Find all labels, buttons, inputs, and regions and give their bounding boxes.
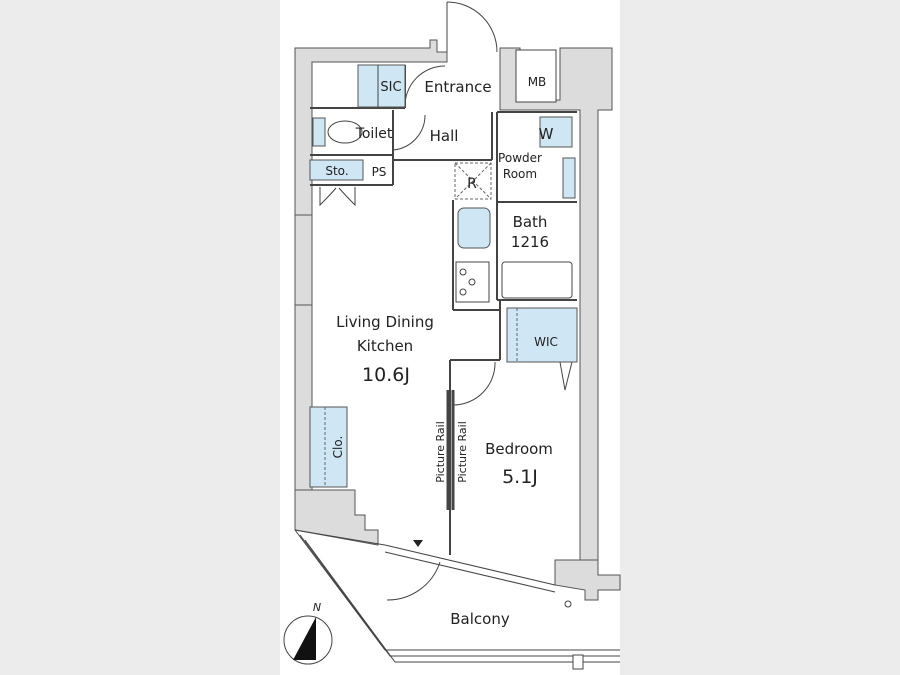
- label-washer: W: [539, 125, 554, 143]
- label-powder-room-2: Room: [503, 167, 537, 181]
- entry-marker-icon: [413, 540, 423, 547]
- label-mb: MB: [528, 75, 547, 89]
- shoe-closet: [357, 64, 406, 108]
- washer-space: [539, 116, 573, 148]
- label-ps: PS: [372, 165, 387, 179]
- label-closet: Clo.: [331, 436, 345, 459]
- label-powder-room-1: Powder: [498, 151, 542, 165]
- toilet-fixture: [312, 117, 363, 147]
- label-bedroom-size: 5.1J: [502, 466, 538, 488]
- label-ldk-1: Living Dining: [336, 313, 434, 331]
- label-ldk-size: 10.6J: [362, 364, 410, 386]
- balcony-outline: [294, 529, 620, 670]
- meter-box: [515, 49, 557, 103]
- label-balcony: Balcony: [450, 610, 510, 628]
- door-swings: [319, 65, 573, 406]
- label-ldk-2: Kitchen: [357, 337, 413, 355]
- bathtub: [501, 261, 573, 299]
- burner-icons: [459, 268, 476, 296]
- walk-in-closet: [506, 307, 578, 363]
- compass-north-label: N: [313, 601, 321, 614]
- label-storage: Sto.: [325, 164, 348, 178]
- label-bath-size: 1216: [511, 233, 549, 251]
- washbasin: [562, 157, 576, 199]
- label-toilet: Toilet: [355, 126, 393, 142]
- kitchen-sink: [457, 207, 491, 249]
- label-refrigerator: R: [467, 176, 477, 192]
- refrigerator-space: [454, 162, 492, 200]
- label-entrance: Entrance: [424, 78, 491, 96]
- closet: [309, 406, 348, 488]
- window-walls: [294, 529, 556, 593]
- label-picture-rail-right: Picture Rail: [456, 421, 469, 483]
- label-picture-rail-left: Picture Rail: [434, 421, 447, 483]
- label-wic: WIC: [534, 335, 558, 349]
- north-arrow-icon: N: [283, 601, 333, 665]
- entrance-door: [446, 1, 498, 53]
- stove: [455, 261, 490, 303]
- label-bedroom: Bedroom: [485, 440, 553, 458]
- label-hall: Hall: [430, 127, 459, 145]
- label-sic: SIC: [380, 80, 401, 95]
- label-bath: Bath: [513, 213, 548, 231]
- storage-closet: [309, 159, 364, 181]
